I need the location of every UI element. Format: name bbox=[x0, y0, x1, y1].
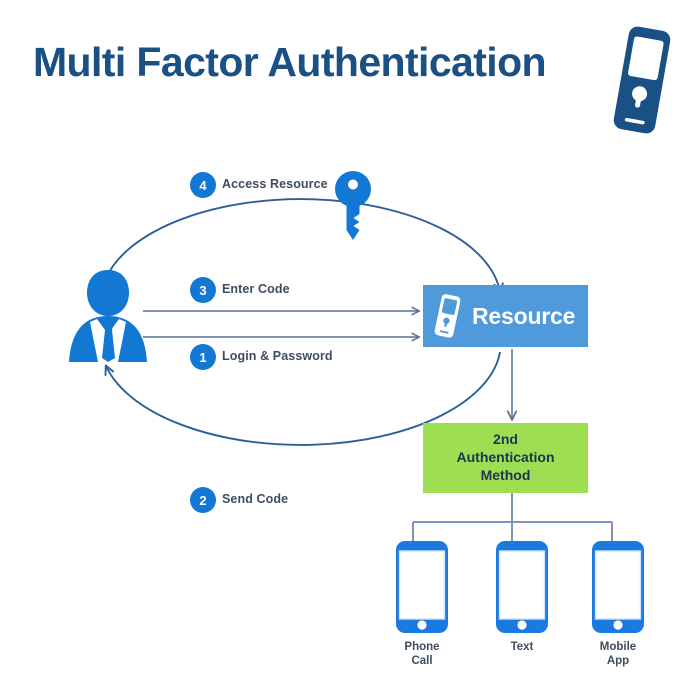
step-label-enter-code: Enter Code bbox=[222, 282, 290, 296]
step-label-login-password: Login & Password bbox=[222, 349, 333, 363]
step-badge-3: 3 bbox=[190, 277, 216, 303]
method-text[interactable]: Text bbox=[484, 539, 560, 654]
method-mobile-app[interactable]: Mobile App bbox=[580, 539, 656, 668]
step-label-send-code: Send Code bbox=[222, 492, 289, 506]
second-auth-line-2: Authentication bbox=[456, 449, 555, 466]
smartphone-icon bbox=[396, 541, 448, 633]
second-auth-line-3: Method bbox=[480, 466, 531, 483]
second-auth-method-box[interactable]: 2nd Authentication Method bbox=[423, 423, 588, 493]
page-title: Multi Factor Authentication bbox=[33, 39, 547, 85]
key-icon bbox=[335, 171, 371, 240]
step-badge-4: 4 bbox=[190, 172, 216, 198]
step-badge-2: 2 bbox=[190, 487, 216, 513]
smartphone-icon bbox=[496, 541, 548, 633]
method-caption: Mobile App bbox=[599, 641, 637, 668]
resource-box[interactable]: Resource bbox=[423, 285, 588, 347]
step-label-access-resource: Access Resource bbox=[222, 177, 328, 191]
method-caption: Phone Call bbox=[404, 641, 440, 668]
second-auth-line-1: 2nd bbox=[493, 431, 518, 448]
method-caption: Text bbox=[510, 641, 534, 653]
method-phone-call[interactable]: Phone Call bbox=[384, 539, 460, 668]
smartphone-icon bbox=[592, 541, 644, 633]
business-person-icon bbox=[69, 270, 147, 362]
phone-lock-icon bbox=[613, 26, 671, 134]
phone-lock-icon bbox=[434, 294, 461, 338]
step-badge-1: 1 bbox=[190, 344, 216, 370]
resource-label: Resource bbox=[472, 302, 576, 329]
